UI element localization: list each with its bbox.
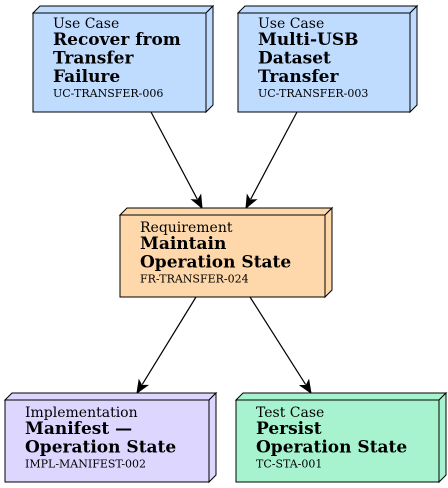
edge-fr024-to-tc001 [249, 296, 312, 395]
node-title-line: Operation State [25, 438, 176, 458]
node-title-line: Manifest — [25, 419, 132, 439]
node-side-face [324, 206, 333, 299]
edge-fr024-to-impl002 [136, 296, 197, 395]
node-title-line: Multi-USB [258, 30, 358, 50]
node-kind-label: Implementation [25, 405, 138, 421]
edge-line [250, 111, 298, 200]
node-title-line: Failure [53, 67, 120, 87]
node-front-face [4, 399, 210, 483]
node-front-face [237, 12, 411, 113]
arrowhead [136, 378, 150, 395]
node-top-face [118, 207, 334, 216]
node-title-line: Transfer [53, 49, 134, 69]
node-identifier: TC-STA-001 [256, 458, 322, 471]
node-kind-label: Test Case [256, 405, 324, 421]
node-title-line: Operation State [140, 253, 291, 273]
node-uc003[interactable]: Use CaseMulti-USBDatasetTransferUC-TRANS… [236, 4, 419, 114]
node-title-line: Transfer [258, 67, 339, 87]
node-top-face [3, 392, 218, 401]
node-top-face [234, 392, 448, 401]
node-side-face [205, 4, 214, 114]
node-top-face [236, 5, 419, 14]
edge-line [150, 111, 198, 200]
node-side-face [438, 391, 447, 484]
node-title-line: Recover from [53, 30, 181, 50]
node-title-line: Operation State [256, 438, 407, 458]
edge-line [249, 296, 307, 385]
node-identifier: IMPL-MANIFEST-002 [25, 458, 146, 471]
edge-uc006-to-fr024 [150, 111, 203, 210]
node-side-face [208, 391, 217, 484]
node-kind-label: Use Case [258, 16, 324, 32]
node-identifier: UC-TRANSFER-003 [258, 87, 368, 100]
node-kind-label: Requirement [140, 220, 233, 236]
edge-line [141, 296, 197, 385]
node-title-line: Dataset [258, 49, 331, 69]
node-title-line: Persist [256, 419, 322, 439]
node-front-face [235, 399, 440, 483]
node-front-face [32, 12, 207, 113]
arrowhead [190, 193, 203, 210]
arrowhead [298, 378, 312, 395]
node-kind-label: Use Case [53, 16, 119, 32]
node-side-face [409, 4, 418, 114]
node-front-face [119, 214, 326, 298]
node-identifier: UC-TRANSFER-006 [53, 87, 163, 100]
node-top-face [31, 5, 215, 14]
edge-uc003-to-fr024 [245, 111, 298, 210]
node-identifier: FR-TRANSFER-024 [140, 273, 249, 286]
arrowhead [245, 193, 258, 210]
node-title-line: Maintain [140, 234, 226, 254]
